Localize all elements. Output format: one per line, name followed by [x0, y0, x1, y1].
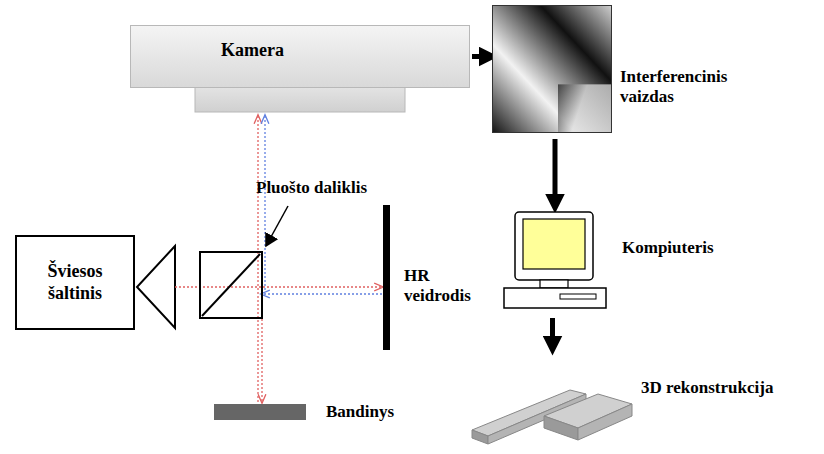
monitor	[515, 212, 593, 280]
node-label: 3D rekonstrukcija	[641, 378, 781, 398]
camera-box: Kamera	[130, 25, 470, 88]
slab-front	[578, 404, 632, 440]
part-label: Bandinys	[326, 402, 394, 422]
fringe-pattern	[492, 5, 612, 133]
flow-arrow	[550, 318, 555, 348]
slab-side	[544, 416, 578, 440]
fringe-patch	[558, 84, 612, 133]
hr-mirror	[383, 205, 390, 350]
flow-arrow	[553, 139, 558, 206]
screen	[523, 219, 585, 269]
flow-arrow	[472, 54, 491, 59]
sample	[214, 404, 306, 420]
node-label: Šviesos šaltinis	[17, 261, 133, 304]
part-label: Pluošto daliklis	[256, 178, 367, 198]
interference-image: Interferencinis vaizdas	[492, 5, 612, 133]
image-frame	[493, 6, 612, 133]
leader-line	[266, 206, 288, 246]
node-label: Kompiuteris	[622, 238, 752, 258]
fringe-picture	[492, 5, 612, 133]
beam	[262, 293, 382, 294]
computer-picture	[500, 210, 610, 312]
computer-icon: Kompiuteris	[500, 210, 610, 312]
computer-base	[504, 288, 606, 308]
blocks-picture	[470, 352, 635, 446]
node-label: Interferencinis vaizdas	[620, 67, 750, 108]
light-source-box: Šviesos šaltinis	[15, 235, 135, 330]
beam	[257, 116, 258, 410]
monitor-stand	[540, 280, 568, 288]
drive-slot	[560, 294, 596, 299]
block-side	[472, 430, 488, 444]
beam	[264, 116, 265, 290]
source-lens	[137, 246, 175, 328]
camera-mount	[195, 86, 405, 112]
beam-splitter-plate	[202, 254, 260, 316]
node-label: Kamera	[221, 40, 284, 62]
part-label: HR veidrodis	[404, 266, 484, 307]
reconstruction-icon: 3D rekonstrukcija	[470, 352, 635, 446]
beam	[175, 286, 382, 287]
beam-splitter	[200, 252, 262, 318]
